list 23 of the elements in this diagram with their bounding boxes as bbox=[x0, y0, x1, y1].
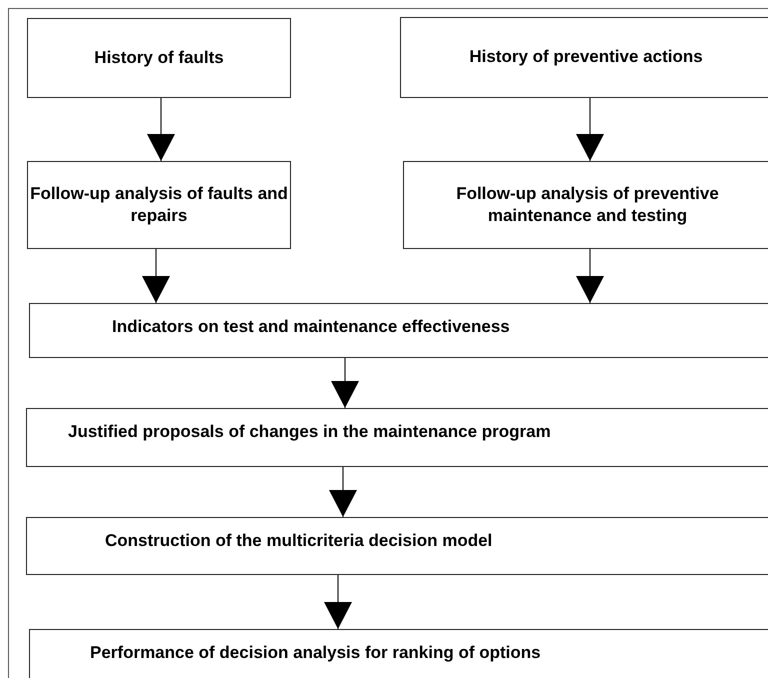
arrow bbox=[147, 98, 175, 162]
process-box bbox=[29, 629, 768, 678]
box-label: Justified proposals of changes in the maintenance program bbox=[68, 421, 551, 443]
arrow bbox=[331, 358, 359, 408]
process-box bbox=[400, 17, 768, 98]
box-label: Follow-up analysis of preventive maintenance and testing bbox=[455, 182, 720, 227]
process-box bbox=[26, 517, 768, 575]
arrow bbox=[329, 466, 357, 518]
process-box bbox=[26, 408, 768, 467]
arrow bbox=[576, 248, 604, 304]
box-label: History of preventive actions bbox=[469, 46, 703, 68]
box-label: Performance of decision analysis for ranking of options bbox=[90, 642, 541, 664]
arrow bbox=[324, 574, 352, 630]
box-label: Indicators on test and maintenance effectiveness bbox=[112, 316, 510, 338]
box-label: Construction of the multicriteria decision model bbox=[105, 530, 492, 552]
process-box bbox=[403, 161, 768, 249]
box-label: Follow-up analysis of faults and repairs bbox=[29, 182, 289, 227]
arrow bbox=[576, 98, 604, 162]
process-box bbox=[27, 18, 291, 98]
arrow bbox=[142, 248, 170, 304]
box-label: History of faults bbox=[94, 46, 224, 69]
process-box bbox=[29, 303, 768, 358]
process-box bbox=[27, 161, 291, 249]
